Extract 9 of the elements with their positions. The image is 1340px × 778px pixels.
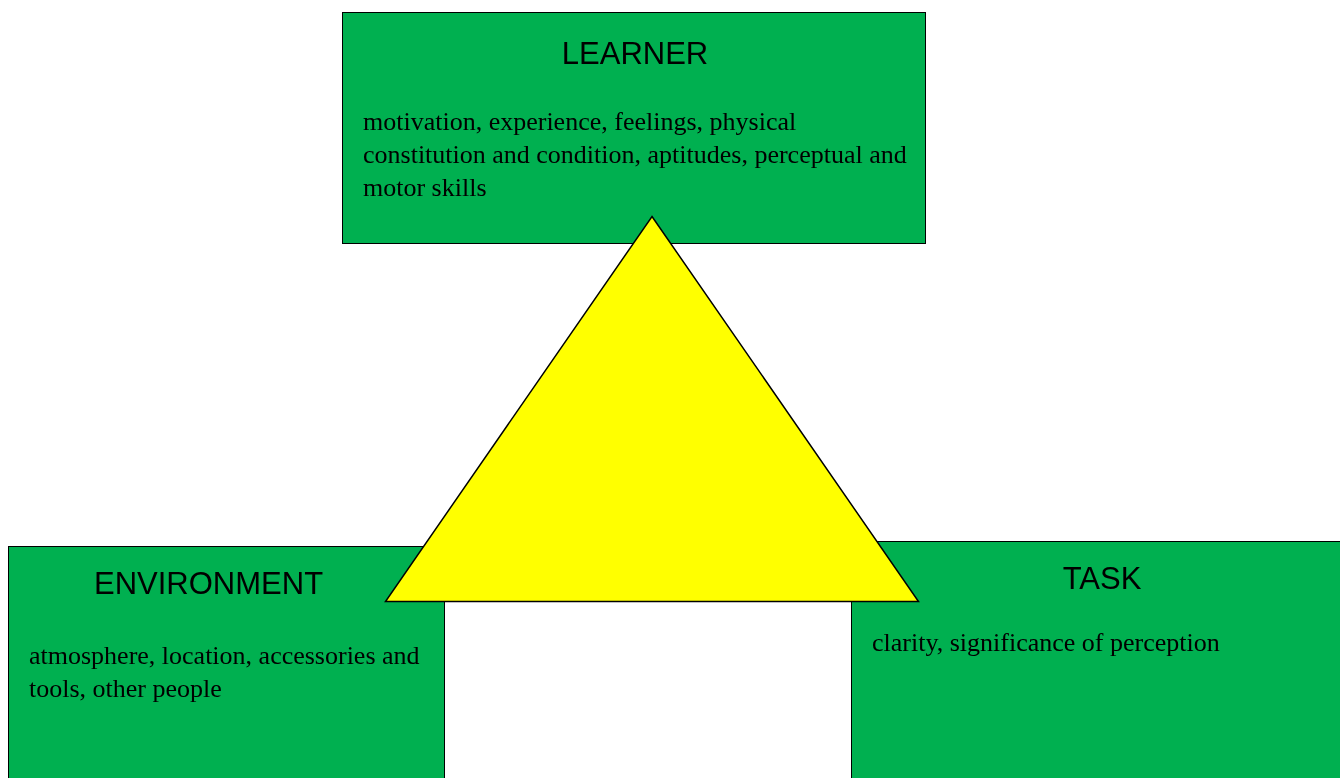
box-heading: ENVIRONMENT — [93, 565, 325, 603]
box-description: atmosphere, location, accessories and tools, other people — [29, 640, 421, 706]
info-box — [851, 541, 1340, 778]
info-box — [342, 12, 926, 244]
box-description: motivation, experience, feelings, physical constitution and condition, aptitudes, perceptual and motor skills — [363, 106, 907, 205]
box-heading: LEARNER — [560, 35, 710, 73]
info-box — [8, 546, 445, 778]
box-heading: TASK — [1061, 560, 1143, 598]
box-description: clarity, significance of perception — [872, 627, 1221, 660]
